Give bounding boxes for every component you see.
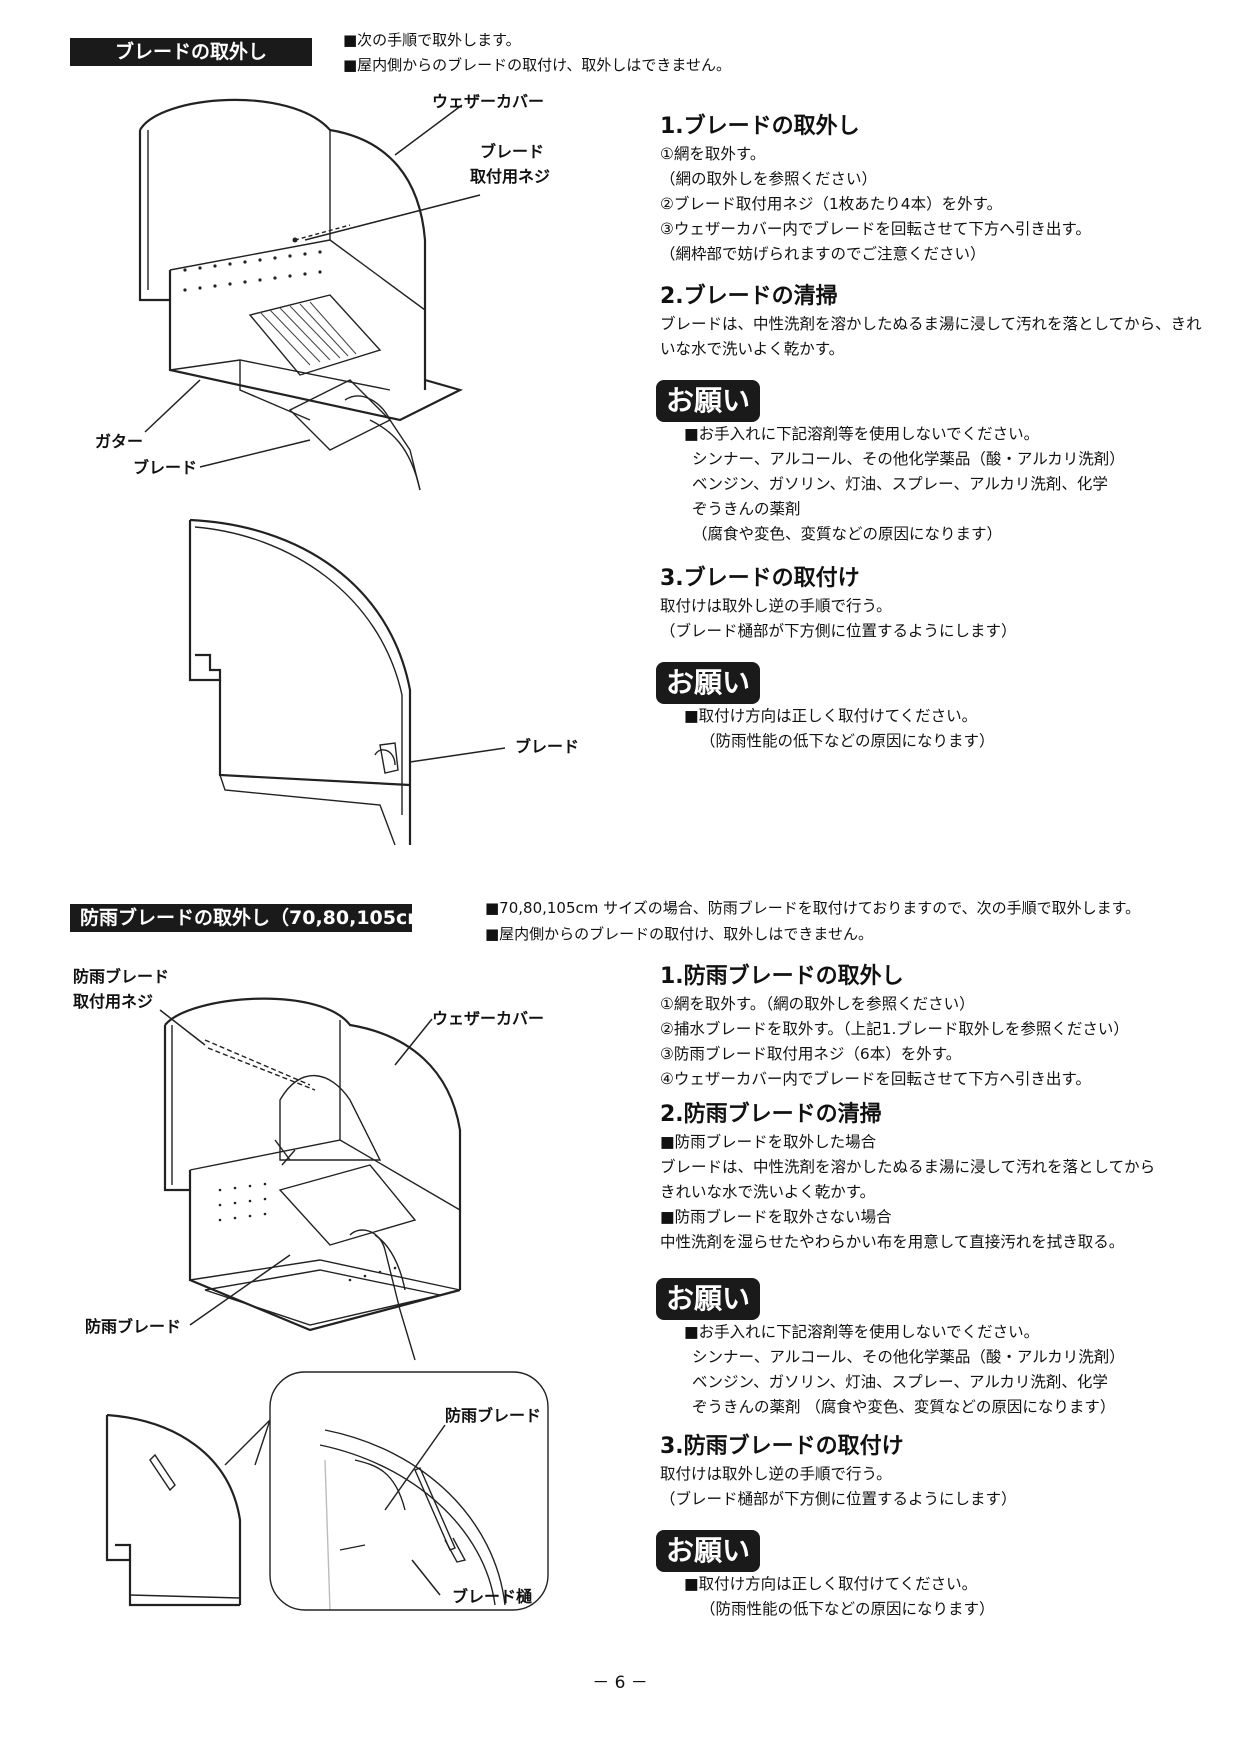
s2-request1-line: シンナー、アルコール、その他化学薬品（酸・アルカリ洗剤） (692, 1348, 1125, 1366)
s2-step2-line: 中性洗剤を湿らせたやわらかい布を用意して直接汚れを拭き取る。 (660, 1233, 1125, 1251)
s2-step3-line: 取付けは取外し逆の手順で行う。 (660, 1465, 892, 1483)
s2-request1-line: ぞうきんの薬剤 （腐食や変色、変質などの原因になります） (692, 1398, 1116, 1416)
page-number: － 6 － (592, 1673, 648, 1693)
section1-note-2: ■屋内側からのブレードの取付け、取外しはできません。 (343, 56, 731, 74)
section-title-rain-blade-removal: 防雨ブレードの取外し（70,80,105cm） (70, 904, 446, 932)
s1-step1-heading: 1.ブレードの取外し (660, 114, 860, 139)
s1-request1-line: シンナー、アルコール、その他化学薬品（酸・アルカリ洗剤） (692, 450, 1125, 468)
s2-step2-line: ■防雨ブレードを取外さない場合 (660, 1208, 892, 1226)
label-gutter: ガター (95, 432, 144, 451)
s2-step1-line: ③防雨ブレード取付用ネジ（6本）を外す。 (660, 1045, 962, 1063)
s2-step2-line: ■防雨ブレードを取外した場合 (660, 1133, 877, 1151)
s1-request2-line: （防雨性能の低下などの原因になります） (700, 732, 995, 750)
label-rain-blade: 防雨ブレード (85, 1317, 182, 1336)
label-rain-blade-screw-line2: 取付用ネジ (73, 992, 154, 1011)
weather-cover-blade-illustration (138, 98, 464, 491)
s2-request2-line: （防雨性能の低下などの原因になります） (700, 1600, 995, 1618)
label-rain-blade-screw-line1: 防雨ブレード (73, 967, 170, 986)
s2-step1-line: ④ウェザーカバー内でブレードを回転させて下方へ引き出す。 (660, 1070, 1091, 1088)
s2-step3-line: （ブレード樋部が下方側に位置するようにします） (660, 1490, 1017, 1508)
s2-request1-line: ベンジン、ガソリン、灯油、スプレー、アルカリ洗剤、化学 (692, 1373, 1108, 1391)
s1-step1-line: ③ウェザーカバー内でブレードを回転させて下方へ引き出す。 (660, 220, 1091, 238)
rain-blade-removal-illustration (163, 997, 462, 1361)
label-blade-side: ブレード (515, 737, 580, 756)
label-weather-cover: ウェザーカバー (432, 92, 545, 111)
s2-step1-line: ②捕水ブレードを取外す。（上記1.ブレード取外しを参照ください） (660, 1020, 1129, 1038)
request-badge: お願い (656, 1278, 761, 1320)
section2-note-1: ■70,80,105cm サイズの場合、防雨ブレードを取付けておりますので、次の… (485, 899, 1141, 917)
side-view-blade-illustration (188, 518, 412, 846)
s1-step1-line: ②ブレード取付用ネジ（1枚あたり4本）を外す。 (660, 195, 1003, 213)
s2-step3-heading: 3.防雨ブレードの取付け (660, 1434, 904, 1459)
s2-request1-line: ■お手入れに下記溶剤等を使用しないでください。 (684, 1323, 1040, 1341)
s1-step2-line: ブレードは、中性洗剤を溶かしたぬるま湯に浸して汚れを落としてから、きれ (660, 315, 1202, 333)
label-detail-blade-gutter: ブレード樋 (452, 1587, 533, 1606)
s2-step1-line: ①網を取外す。（網の取外しを参照ください） (660, 995, 975, 1013)
s2-step2-line: きれいな水で洗いよく乾かす。 (660, 1183, 876, 1201)
s2-request2-line: ■取付け方向は正しく取付けてください。 (684, 1575, 978, 1593)
label-weather-cover: ウェザーカバー (432, 1009, 545, 1028)
s1-request1-line: ぞうきんの薬剤 (692, 500, 801, 518)
s1-step1-line: （網の取外しを参照ください） (660, 170, 878, 188)
s1-step2-line: いな水で洗いよく乾かす。 (660, 340, 845, 358)
label-blade-screw-line2: 取付用ネジ (470, 167, 551, 186)
s1-step1-line: ①網を取外す。 (660, 145, 766, 163)
s1-step3-heading: 3.ブレードの取付け (660, 566, 860, 591)
label-detail-rain-blade: 防雨ブレード (445, 1406, 542, 1425)
label-blade-screw-line1: ブレード (480, 142, 545, 161)
label-blade: ブレード (133, 458, 198, 477)
s2-step2-heading: 2.防雨ブレードの清掃 (660, 1102, 882, 1127)
s2-step1-heading: 1.防雨ブレードの取外し (660, 964, 904, 989)
s1-request1-line: （腐食や変色、変質などの原因になります） (692, 525, 1003, 543)
s1-step3-line: 取付けは取外し逆の手順で行う。 (660, 597, 892, 615)
request-badge: お願い (656, 1530, 761, 1572)
s1-request1-line: ■お手入れに下記溶剤等を使用しないでください。 (684, 425, 1040, 443)
section-title-blade-removal: ブレードの取外し (70, 38, 312, 66)
request-badge: お願い (656, 662, 761, 704)
rain-blade-detail-illustration (105, 1371, 549, 1611)
s1-step1-line: （網枠部で妨げられますのでご注意ください） (660, 245, 986, 263)
section2-note-2: ■屋内側からのブレードの取付け、取外しはできません。 (485, 925, 873, 943)
s2-step2-line: ブレードは、中性洗剤を溶かしたぬるま湯に浸して汚れを落としてから (660, 1158, 1156, 1176)
section1-note-1: ■次の手順で取外します。 (343, 31, 521, 49)
s1-step2-heading: 2.ブレードの清掃 (660, 284, 838, 309)
s1-request1-line: ベンジン、ガソリン、灯油、スプレー、アルカリ洗剤、化学 (692, 475, 1108, 493)
request-badge: お願い (656, 380, 761, 422)
s1-step3-line: （ブレード樋部が下方側に位置するようにします） (660, 622, 1017, 640)
s1-request2-line: ■取付け方向は正しく取付けてください。 (684, 707, 978, 725)
